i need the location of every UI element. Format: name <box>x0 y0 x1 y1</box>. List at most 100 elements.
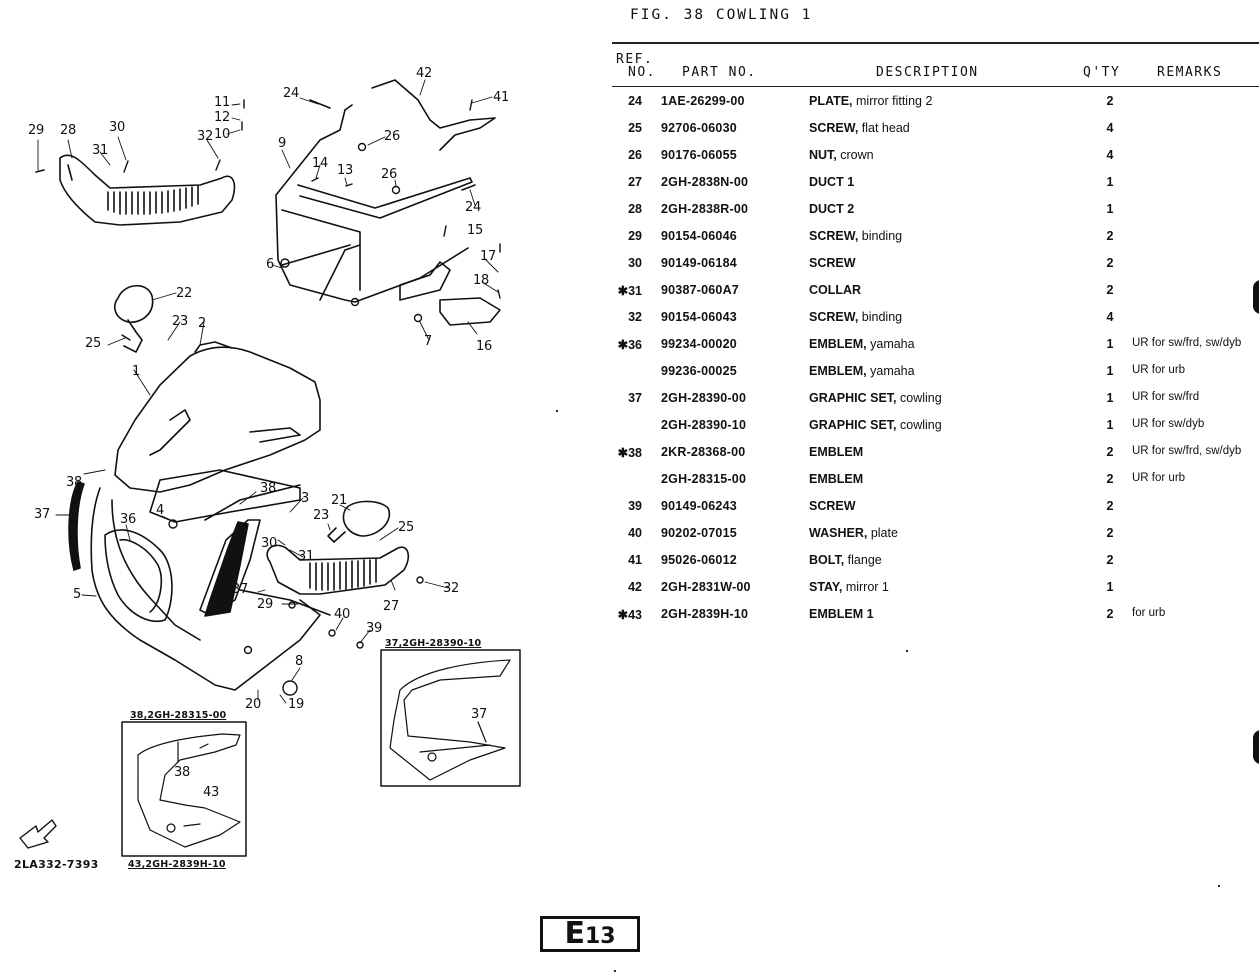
quantity: 1 <box>1106 418 1114 432</box>
callout-label: 26 <box>384 129 400 144</box>
callout-label: 32 <box>197 129 213 144</box>
inset-right-frame <box>380 649 521 787</box>
callout-label: 29 <box>257 597 273 612</box>
quantity: 2 <box>1106 445 1114 459</box>
callout-label: 16 <box>476 339 492 354</box>
description-main: SCREW, <box>809 121 859 135</box>
inset-left-caption-bottom: 43,2GH-2839H-10 <box>128 859 226 870</box>
part-number: 2KR-28368-00 <box>661 445 746 459</box>
quantity: 1 <box>1106 337 1114 351</box>
description-main: EMBLEM <box>809 472 864 486</box>
description: GRAPHIC SET, cowling <box>809 418 942 432</box>
remarks: UR for urb <box>1132 364 1186 376</box>
inset-left-frame <box>121 721 247 857</box>
callout-label: 24 <box>465 200 481 215</box>
callout-label: 13 <box>337 163 353 178</box>
callout-label: 6 <box>266 257 274 272</box>
description-main: COLLAR <box>809 283 862 297</box>
inset-left-caption-top: 38,2GH-28315-00 <box>130 710 227 721</box>
description-detail: mirror fitting 2 <box>852 94 933 108</box>
leader-lines <box>37 79 499 704</box>
description-detail: yamaha <box>866 364 915 378</box>
remarks: UR for urb <box>1132 472 1186 484</box>
description: PLATE, mirror fitting 2 <box>809 94 932 108</box>
part-number: 95026-06012 <box>661 553 737 567</box>
description: DUCT 1 <box>809 175 854 189</box>
ref-number: 40 <box>628 526 642 540</box>
callout-label: 28 <box>60 123 76 138</box>
description: EMBLEM, yamaha <box>809 337 915 351</box>
quantity: 2 <box>1106 553 1114 567</box>
ref-number: 29 <box>628 229 642 243</box>
description: SCREW <box>809 256 856 270</box>
description: EMBLEM <box>809 445 863 459</box>
ref-number: 41 <box>628 553 642 567</box>
description-main: NUT, <box>809 148 837 162</box>
description: COLLAR <box>809 283 861 297</box>
callout-label: 41 <box>493 90 509 105</box>
quantity: 2 <box>1106 472 1114 486</box>
graphic-decal-right <box>204 521 249 617</box>
callout-label: 30 <box>109 120 125 135</box>
ref-number: 28 <box>628 202 642 216</box>
description-main: BOLT, <box>809 553 845 567</box>
header-remarks: REMARKS <box>1157 65 1223 80</box>
bracket-drawing <box>399 261 501 326</box>
cowling-body-drawing <box>90 469 331 691</box>
callout-label: 20 <box>245 697 261 712</box>
part-number: 2GH-2839H-10 <box>661 607 749 621</box>
callout-label: 24 <box>283 86 299 101</box>
graphic-decal-left <box>68 481 85 571</box>
description-main: EMBLEM, <box>809 337 867 351</box>
callout-label: 10 <box>214 127 230 142</box>
scan-speck <box>556 410 558 412</box>
stay-frame-drawing <box>275 79 496 303</box>
part-number: 90149-06184 <box>661 256 737 270</box>
description-main: PLATE, <box>809 94 853 108</box>
quantity: 2 <box>1106 256 1114 270</box>
description-main: DUCT 1 <box>809 175 855 189</box>
header-part-no: PART NO. <box>682 65 757 80</box>
scan-speck <box>1218 885 1220 887</box>
description: BOLT, flange <box>809 553 882 567</box>
description-main: GRAPHIC SET, <box>809 391 897 405</box>
scan-speck <box>614 970 616 972</box>
callout-label: 2 <box>198 316 206 331</box>
description-main: EMBLEM <box>809 445 864 459</box>
fastener-symbols <box>121 99 501 696</box>
description-main: DUCT 2 <box>809 202 855 216</box>
callout-label: 14 <box>312 156 328 171</box>
description-main: SCREW <box>809 499 856 513</box>
inset-right-caption: 37,2GH-28390-10 <box>385 638 482 649</box>
remarks: UR for sw/frd, sw/dyb <box>1132 445 1242 457</box>
quantity: 4 <box>1106 310 1114 324</box>
callout-label: 15 <box>467 223 483 238</box>
ref-number: ✱43 <box>617 608 642 622</box>
part-number: 1AE-26299-00 <box>661 94 745 108</box>
header-ref-line1: REF. <box>616 52 654 67</box>
part-number: 90154-06043 <box>661 310 737 324</box>
part-number: 2GH-2838R-00 <box>661 202 749 216</box>
callout-label: 23 <box>172 314 188 329</box>
ref-number: 27 <box>628 175 642 189</box>
quantity: 4 <box>1106 148 1114 162</box>
part-number: 2GH-28390-10 <box>661 418 747 432</box>
remarks: UR for sw/frd, sw/dyb <box>1132 337 1242 349</box>
description: EMBLEM, yamaha <box>809 364 915 378</box>
callout-label: 9 <box>278 136 286 151</box>
ref-number: ✱31 <box>617 284 642 298</box>
parts-row: 41 95026-06012 BOLT, flange 2 <box>612 547 1259 574</box>
exploded-parts-diagram: 29 28 30 31 32 10 11 12 24 42 41 26 9 14… <box>0 0 560 900</box>
quantity: 2 <box>1106 499 1114 513</box>
part-number: 2GH-2838N-00 <box>661 175 749 189</box>
